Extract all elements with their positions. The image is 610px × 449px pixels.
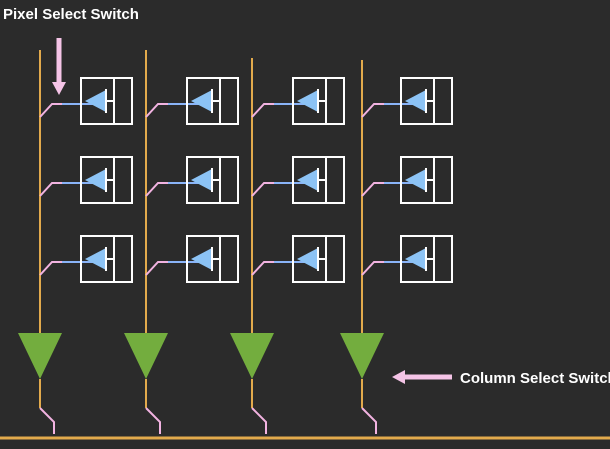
pixel-array [39,77,453,283]
pixel-cell [361,156,453,204]
pixel-box [292,235,345,283]
photodiode-icon [297,248,318,270]
pixel-box [292,156,345,204]
pixel-select-switch [361,261,384,276]
pixel-select-switch [251,103,274,118]
pixel-cell [361,235,453,283]
pixel-box [186,156,239,204]
column-amplifiers [18,333,384,434]
photodiode-icon [405,248,426,270]
pixel-select-switch [39,103,62,118]
photodiode-icon [191,169,212,191]
photodiode-icon [405,169,426,191]
pixel-cell [145,77,239,125]
photodiode-icon [405,90,426,112]
column-amplifier-icon [18,333,62,379]
pixel-cell [251,77,345,125]
column-amplifier-icon [230,333,274,379]
pixel-select-arrow [52,38,66,95]
pixel-select-switch [251,261,274,276]
pixel-cell [39,77,133,125]
pixel-cell [251,156,345,204]
pixel-cell [39,235,133,283]
pixel-cell [145,156,239,204]
pixel-select-switch [361,182,384,197]
pixel-select-switch [361,103,384,118]
photodiode-icon [297,169,318,191]
pixel-box [80,156,133,204]
photodiode-icon [85,169,106,191]
pixel-box [80,77,133,125]
pixel-cell [145,235,239,283]
photodiode-icon [85,248,106,270]
photodiode-icon [191,90,212,112]
column-select-label: Column Select Switch [460,370,610,387]
pixel-box [400,156,453,204]
pixel-box [186,77,239,125]
photodiode-icon [297,90,318,112]
pixel-cell [39,156,133,204]
pixel-select-label: Pixel Select Switch [3,6,139,23]
pixel-select-switch [39,261,62,276]
photodiode-icon [191,248,212,270]
pixel-box [400,77,453,125]
pixel-select-switch [251,182,274,197]
pixel-box [400,235,453,283]
pixel-select-switch [39,182,62,197]
pixel-select-switch [145,261,168,276]
pixel-select-switch [145,182,168,197]
pixel-box [186,235,239,283]
column-amplifier-icon [340,333,384,379]
column-select-switch [39,407,55,434]
pixel-box [292,77,345,125]
pixel-cell [361,77,453,125]
column-select-switch [251,407,267,434]
column-select-switch [145,407,161,434]
pixel-box [80,235,133,283]
column-select-switch [361,407,377,434]
column-lines [39,50,363,335]
column-amplifier-icon [124,333,168,379]
photodiode-icon [85,90,106,112]
pixel-select-switch [145,103,168,118]
column-select-arrow [392,370,452,384]
pixel-cell [251,235,345,283]
